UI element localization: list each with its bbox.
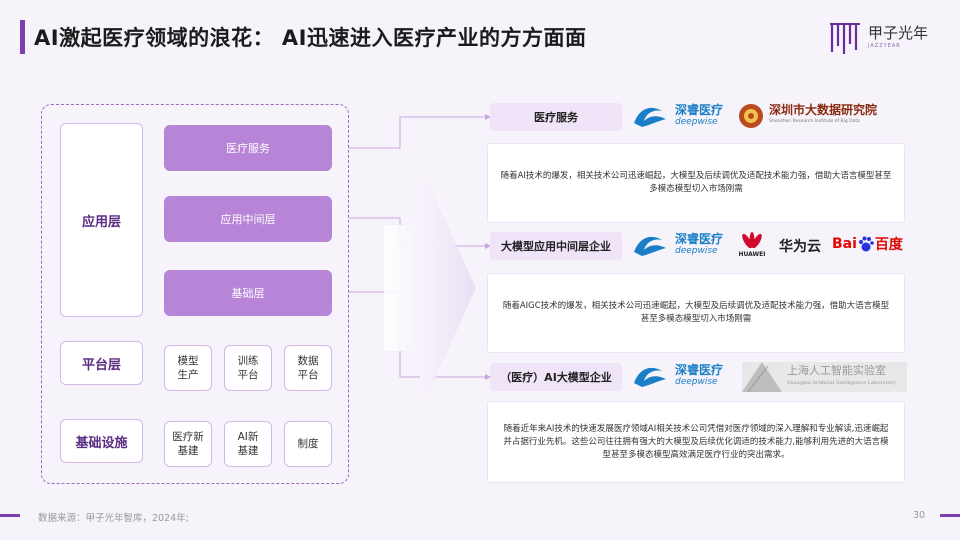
category-label-ai-model: （医疗）AI大模型企业 xyxy=(490,363,622,391)
huawei-cloud-logo: 华为云 xyxy=(779,239,821,255)
infra-item-regulation: 制度 xyxy=(284,421,332,467)
architecture-frame xyxy=(41,104,349,484)
platform-item-model-production: 模型生产 xyxy=(164,345,212,391)
infra-item-medical: 医疗新基建 xyxy=(164,421,212,467)
deepwise-logo: 深睿医疗 deepwise xyxy=(632,103,723,129)
deepwise-wave-icon xyxy=(634,107,666,127)
shlab-emblem-icon xyxy=(742,362,782,392)
sribd-emblem-icon xyxy=(739,104,763,128)
app-item-middleware: 应用中间层 xyxy=(164,196,332,242)
app-item-medical-service: 医疗服务 xyxy=(164,125,332,171)
page-number: 30 xyxy=(913,510,926,521)
deepwise-logo-2: 深睿医疗 deepwise xyxy=(632,232,723,258)
deepwise-wave-icon xyxy=(634,236,666,256)
footer-accent-left xyxy=(0,514,20,517)
footer-accent-right xyxy=(940,514,960,517)
deepwise-logo-3: 深睿医疗 deepwise xyxy=(632,363,723,389)
application-layer-label: 应用层 xyxy=(60,123,143,317)
category-desc-middleware: 随着AIGC技术的爆发，相关技术公司迅速崛起，大模型及后续调优及适配技术能力强，… xyxy=(487,273,905,353)
app-item-base: 基础层 xyxy=(164,270,332,316)
baidu-logo: Bai 百度 xyxy=(832,236,903,253)
infrastructure-layer-label: 基础设施 xyxy=(60,419,143,463)
category-label-medical-service: 医疗服务 xyxy=(490,103,622,131)
footer-source: 数据来源：甲子光年智库，2024年; xyxy=(38,513,189,524)
deepwise-wave-icon xyxy=(634,367,666,387)
category-label-middleware: 大模型应用中间层企业 xyxy=(490,232,622,260)
huawei-flower-icon xyxy=(742,232,762,249)
brand-name: 甲子光年 xyxy=(868,24,929,42)
brand-subtext: JAZZYEAR xyxy=(868,43,901,49)
infra-item-ai: AI新基建 xyxy=(224,421,272,467)
shlab-logo: 上海人工智能实验室 Shanghai Artificial Intelligen… xyxy=(742,362,907,392)
title-accent-bar xyxy=(20,20,25,54)
huawei-logo: HUAWEI xyxy=(738,232,766,258)
platform-item-training: 训练平台 xyxy=(224,345,272,391)
category-desc-medical-service: 随着AI技术的爆发，相关技术公司迅速崛起，大模型及后续调优及适配技术能力强，借助… xyxy=(487,143,905,223)
platform-layer-label: 平台层 xyxy=(60,341,143,385)
platform-item-data: 数据平台 xyxy=(284,345,332,391)
category-desc-ai-model: 随着近年来AI技术的快速发展医疗领域AI相关技术公司凭借对医疗领域的深入理解和专… xyxy=(487,401,905,483)
baidu-paw-icon xyxy=(858,236,874,252)
sribd-logo: 深圳市大数据研究院 Shenzhen Research Institute of… xyxy=(738,103,877,129)
page-title: AI激起医疗领域的浪花： AI迅速进入医疗产业的方方面面 xyxy=(34,26,587,50)
big-arrow-icon xyxy=(384,165,476,411)
jazzyear-logo-icon xyxy=(830,23,860,54)
